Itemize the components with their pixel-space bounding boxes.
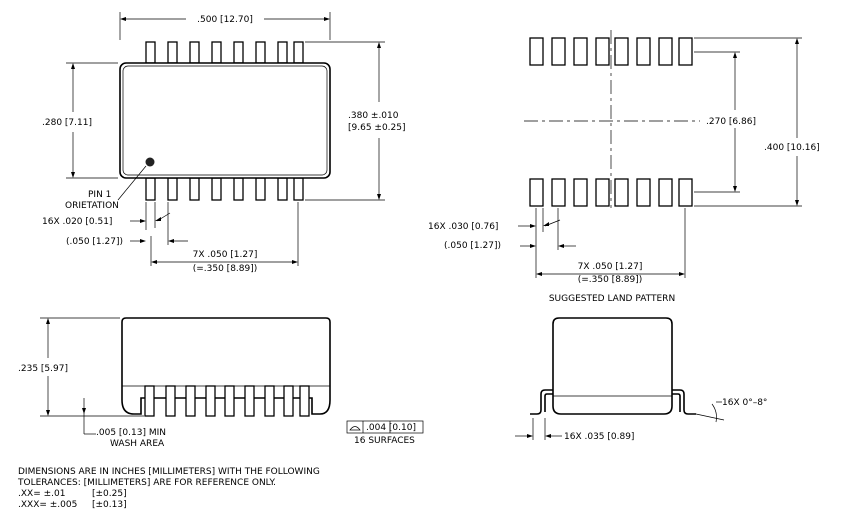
land-span-total-dimension: (=.350 [8.89]) (578, 275, 643, 285)
pin (233, 41, 244, 64)
lead (244, 385, 255, 417)
pad (678, 178, 693, 207)
lead (224, 385, 235, 417)
notes-line-2: TOLERANCES: [MILLIMETERS] ARE FOR REFERE… (17, 478, 276, 488)
overall-height-dimension-mm: [9.65 ±0.25] (348, 123, 406, 133)
package-body (119, 62, 331, 179)
lead-angle-dimension: 16X 0°–8° (722, 398, 767, 408)
land-pattern-caption: SUGGESTED LAND PATTERN (549, 294, 675, 304)
pad (614, 178, 629, 207)
pad (595, 178, 610, 207)
flatness-note: 16 SURFACES (354, 436, 415, 446)
pad (551, 37, 566, 66)
width-dimension: .500 [12.70] (197, 15, 253, 25)
top-view-upper-pins (145, 41, 304, 64)
pin (233, 177, 244, 201)
pad (573, 37, 588, 66)
pin (167, 177, 178, 201)
pad (529, 37, 544, 66)
pin (189, 41, 200, 64)
pin (167, 41, 178, 64)
end-view-body (552, 317, 673, 415)
end-view: 16X .035 [0.89] 16X 0°–8° (515, 317, 767, 442)
pin (145, 177, 156, 201)
body-height-dimension: .280 [7.11] (42, 118, 92, 128)
pin (145, 41, 156, 64)
lead (165, 385, 176, 417)
lead-width-dimension: 16X .020 [0.51] (42, 217, 112, 227)
pin (293, 177, 304, 201)
lead (144, 385, 155, 417)
top-view-lower-pins (145, 177, 304, 201)
pad (678, 37, 693, 66)
flatness-frame (346, 420, 424, 434)
notes: DIMENSIONS ARE IN INCHES [MILLIMETERS] W… (17, 467, 320, 510)
tolerance-xxx-mm: [±0.13] (92, 500, 127, 510)
pad (658, 178, 673, 207)
pad (529, 178, 544, 207)
span-dimension: 7X .050 [1.27] (193, 250, 258, 260)
pad (636, 37, 651, 66)
pitch-dimension: (.050 [1.27]) (66, 237, 123, 247)
lead (264, 385, 275, 417)
pad (551, 178, 566, 207)
pin1-orientation-label: ORIETATION (65, 201, 119, 211)
overall-pattern-dimension: .400 [10.16] (764, 143, 820, 153)
package-body-inner (122, 65, 328, 176)
tolerance-xxx: .XXX= ±.005 (18, 500, 77, 510)
pin (277, 41, 288, 64)
lead (205, 385, 216, 417)
span-total-dimension: (=.350 [8.89]) (193, 264, 258, 274)
tolerance-xx-mm: [±0.25] (92, 489, 127, 499)
pin (255, 41, 266, 64)
lead (299, 385, 310, 417)
side-view-leads (144, 385, 310, 417)
land-span-dimension: 7X .050 [1.27] (578, 262, 643, 272)
pad (636, 178, 651, 207)
land-pattern-upper-pads (529, 37, 693, 66)
side-view: .235 [5.97] .005 [0.13] MIN WASH AREA .0… (18, 317, 424, 449)
flatness-symbol-icon (349, 426, 361, 431)
notes-line-1: DIMENSIONS ARE IN INCHES [MILLIMETERS] W… (18, 467, 320, 477)
top-view: .500 [12.70] .280 [7.11] .380 ±.010 [9.6… (42, 12, 406, 274)
lead (283, 385, 294, 417)
pad (614, 37, 629, 66)
pin (277, 177, 288, 201)
pad-width-dimension: 16X .030 [0.76] (428, 222, 498, 232)
pin1-label: PIN 1 (88, 190, 111, 200)
end-view-right-lead (672, 389, 696, 415)
pin (293, 41, 304, 64)
overall-height-dimension-inches: .380 ±.010 (348, 111, 399, 121)
wash-area-label: WASH AREA (110, 439, 165, 449)
pin1-marker-icon (145, 157, 155, 167)
land-pitch-dimension: (.050 [1.27]) (444, 241, 501, 251)
pin (255, 177, 266, 201)
row-spacing-dimension: .270 [6.86] (706, 117, 756, 127)
pin (189, 177, 200, 201)
flatness-value: .004 [0.10] (366, 423, 416, 433)
pin (211, 41, 222, 64)
pad (658, 37, 673, 66)
foot-length-dimension: 16X .035 [0.89] (564, 432, 634, 442)
tolerance-xx: .XX= ±.01 (18, 489, 65, 499)
land-pattern-view: .270 [6.86] .400 [10.16] 16X .030 [0.76]… (428, 30, 820, 304)
standoff-dimension: .005 [0.13] MIN (96, 428, 166, 438)
lead (185, 385, 196, 417)
package-height-dimension: .235 [5.97] (18, 364, 68, 374)
pin (211, 177, 222, 201)
end-view-left-lead (530, 389, 553, 415)
pad (573, 178, 588, 207)
land-pattern-lower-pads (529, 178, 693, 207)
pad (595, 37, 610, 66)
